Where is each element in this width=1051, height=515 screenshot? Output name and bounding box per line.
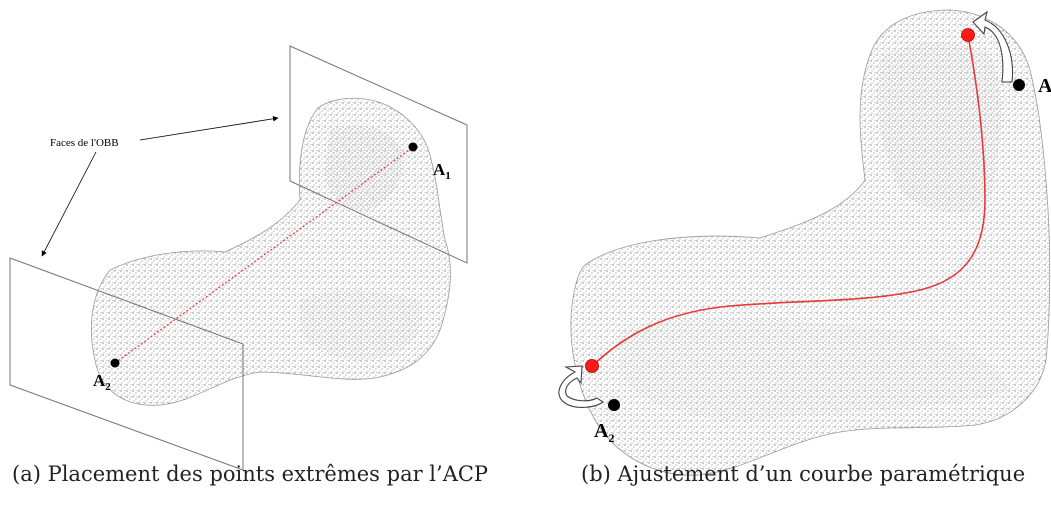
point-a2-label: A2 <box>93 371 111 393</box>
point-a1-label: A1 <box>433 160 451 182</box>
point-b2-sub: 2 <box>608 431 614 445</box>
point-a2-main: A <box>93 371 106 390</box>
point-a2-marker <box>110 358 120 368</box>
curved-arrow-top-icon <box>972 10 1014 83</box>
point-a1-sub: 1 <box>445 170 451 182</box>
panel-b: A A2 <box>558 9 1051 476</box>
point-b1-main: A <box>1038 75 1051 97</box>
parametric-curve <box>591 34 986 367</box>
caption-a: (a) Placement des points extrêmes par l’… <box>12 462 489 486</box>
point-b1-label: A <box>1038 75 1051 97</box>
point-b2-label: A2 <box>594 420 614 445</box>
point-a1-marker <box>408 142 418 152</box>
point-a1-main: A <box>433 160 446 179</box>
bone-mesh-a-shade <box>325 125 404 211</box>
point-a2-sub: 2 <box>105 381 111 393</box>
bone-mesh-a-shade-2 <box>300 290 423 361</box>
point-b2-main: A <box>594 420 609 442</box>
obb-face-back <box>289 45 468 264</box>
bone-mesh-b-shade-2 <box>620 318 1010 421</box>
fitted-endpoint-top <box>961 28 975 42</box>
caption-b: (b) Ajustement d’un courbe paramétrique <box>581 462 1026 486</box>
point-b2-marker <box>608 399 620 411</box>
curved-arrow-bottom-icon <box>558 365 604 408</box>
annotation-arrow-to-back-face <box>139 116 279 141</box>
obb-face-front <box>9 257 244 471</box>
point-b1-marker <box>1013 79 1025 91</box>
bone-mesh-b-shade <box>876 42 1002 213</box>
obb-annotation: Faces de l'OBB <box>50 137 119 149</box>
panel-a: Faces de l'OBB A1 A2 <box>9 45 468 471</box>
fitted-endpoint-bottom <box>585 359 599 373</box>
pca-axis <box>114 146 414 364</box>
annotation-arrow-to-front-face <box>41 151 97 257</box>
